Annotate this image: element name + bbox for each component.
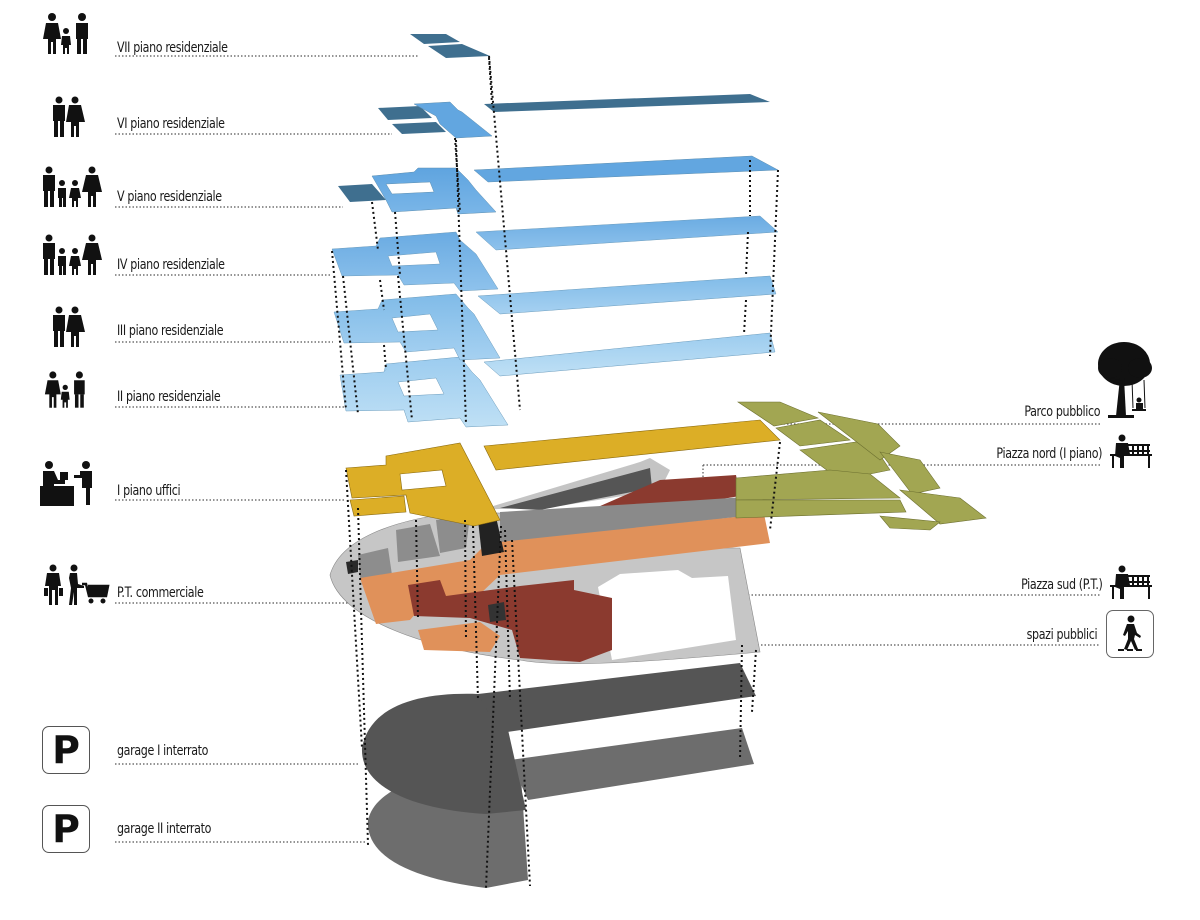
label-g2: garage II interrato (117, 821, 212, 837)
piazza-sud-void (598, 570, 736, 660)
park-segment (737, 401, 820, 427)
res-vii-slab (428, 44, 490, 58)
offices-strip (349, 495, 407, 517)
pedestrian-icon-box (1106, 610, 1154, 658)
label-iv: IV piano residenziale (117, 257, 225, 273)
label-i: I piano uffici (117, 483, 181, 499)
dark-stair (346, 560, 358, 574)
commercial-space (418, 622, 500, 652)
res-vi-block (413, 101, 493, 139)
family-three-icon (43, 13, 88, 54)
wall-block (358, 548, 392, 578)
residential-v-level (338, 155, 779, 215)
shopping-icon (44, 564, 110, 605)
family-three-icon (44, 371, 85, 408)
wall-block (436, 516, 470, 553)
res-ii-wing (483, 332, 776, 377)
garage-i-wing (478, 663, 756, 733)
ramp-grey (480, 458, 670, 510)
label-piazza-sud: Piazza sud (P.T.) (1020, 577, 1103, 593)
label-spazi: spazi pubblici (1026, 627, 1097, 643)
res-vii-slab (410, 34, 460, 44)
walkway-grey (500, 496, 764, 542)
res-iv-wing (475, 215, 779, 251)
ground-floor-level (329, 511, 770, 665)
label-vii: VII piano residenziale (117, 40, 228, 56)
res-vi-dark (378, 106, 432, 120)
park-segment (735, 469, 901, 501)
res-iii-wing (477, 275, 777, 315)
label-vi: VI piano residenziale (117, 116, 225, 132)
residential-vii-level (410, 34, 490, 58)
residential-ii-level (339, 332, 776, 428)
park-segment (879, 515, 941, 531)
park-segment (899, 489, 987, 525)
offices-block (345, 442, 501, 527)
couple-icon (53, 306, 85, 347)
garage-i-level (361, 663, 756, 814)
label-g1: garage I interrato (117, 743, 209, 759)
piazza-sud-floor (408, 580, 612, 662)
piazza-nord-level (480, 458, 764, 542)
park-segment (775, 419, 851, 447)
label-ii: II piano residenziale (117, 389, 221, 405)
garage-i-slab (361, 693, 526, 814)
res-iii-block (333, 293, 501, 361)
res-vi-dark (392, 122, 446, 134)
res-v-wing (473, 155, 779, 183)
family-four-icon (43, 166, 102, 207)
residential-iv-level (331, 215, 779, 292)
couple-icon (53, 96, 85, 137)
bench-person-icon (1110, 434, 1152, 468)
wall-block (396, 524, 440, 562)
res-iv-block (331, 231, 499, 292)
res-vi-wing (484, 94, 770, 112)
parco-level (735, 401, 987, 531)
label-parco: Parco pubblico (1024, 404, 1100, 420)
stair-block (478, 517, 504, 556)
res-v-block (371, 167, 497, 215)
office-desk-icon (40, 461, 92, 506)
parking-icon: P (42, 805, 90, 853)
label-iii: III piano residenziale (117, 323, 224, 339)
park-segment (735, 499, 907, 519)
label-piazza-nord: Piazza nord (I piano) (996, 446, 1102, 462)
ramp-wall (500, 468, 652, 510)
res-v-dark (338, 184, 386, 202)
family-four-icon (43, 234, 102, 275)
offices-wing (483, 419, 781, 471)
pedestrian-icon (1118, 615, 1142, 651)
offices-level (345, 419, 781, 527)
park-segment (879, 451, 941, 495)
residential-iii-level (333, 275, 777, 361)
bench-person-icon (1110, 565, 1152, 599)
park-segment (817, 411, 901, 461)
res-ii-block (339, 356, 509, 428)
garage-ii-wing (510, 728, 754, 800)
residential-vi-level (378, 94, 770, 139)
projection-lines (331, 55, 781, 889)
label-pt: P.T. commerciale (117, 585, 204, 601)
tree-swing-icon (1098, 342, 1152, 418)
parking-icon: P (42, 726, 90, 774)
label-v: V piano residenziale (117, 189, 222, 205)
